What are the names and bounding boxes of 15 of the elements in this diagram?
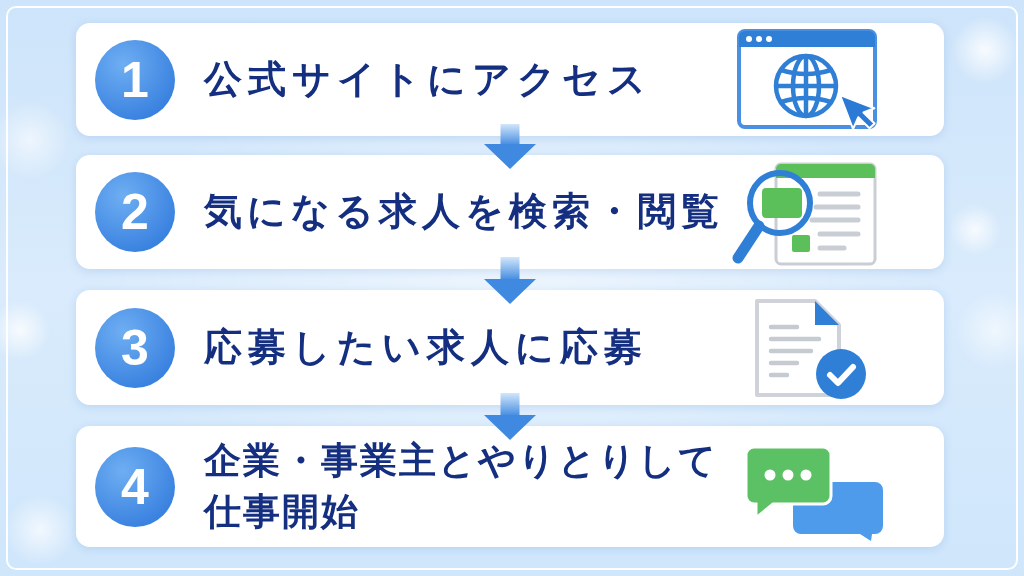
number-circle: 1: [95, 39, 175, 120]
step-title: 公式サイトにアクセス: [204, 55, 652, 103]
arrow: [484, 257, 536, 304]
step-card: [76, 290, 944, 405]
step-card: [76, 155, 944, 269]
step-card: [76, 23, 944, 136]
step-title: 気になる求人を検索・閲覧: [204, 188, 724, 236]
step-title: 企業・事業主とやりとりして仕事開始: [204, 437, 719, 536]
step-card: [76, 426, 944, 547]
arrow: [484, 124, 536, 169]
arrow: [484, 393, 536, 440]
step-title: 応募したい求人に応募: [204, 323, 648, 371]
number-circle: 3: [95, 307, 175, 388]
number-circle: 2: [95, 172, 175, 252]
number-circle: 4: [95, 446, 175, 527]
